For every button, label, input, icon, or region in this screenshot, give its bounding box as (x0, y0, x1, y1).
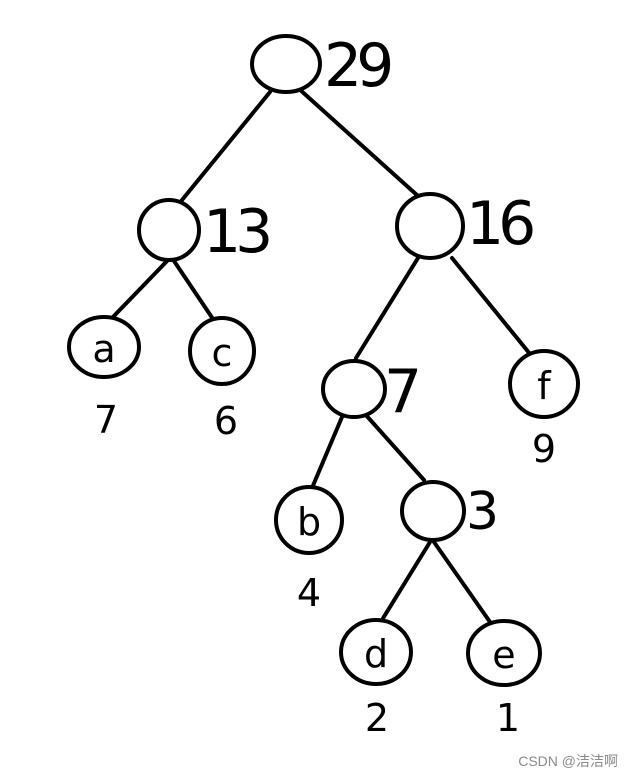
leaf-label: b (297, 500, 321, 544)
leaf-weight: 9 (532, 427, 556, 471)
leaf-label: e (492, 633, 515, 677)
edge-n3-e (432, 540, 492, 624)
edge-n7-n3 (363, 412, 426, 482)
edge-n7-b (310, 415, 344, 490)
leaf-weight: 6 (214, 399, 238, 443)
leaf-label: d (364, 632, 388, 676)
tree-edges (110, 86, 532, 624)
leaf-weight: 1 (496, 696, 520, 740)
leaf-label: a (92, 327, 115, 371)
leaf-node-f (508, 349, 580, 419)
internal-node-weight: 3 (466, 482, 495, 542)
internal-node-weight: 16 (466, 189, 533, 259)
edge-n16-n7 (354, 256, 420, 360)
leaf-node-e (466, 619, 542, 687)
leaf-node-c (188, 316, 256, 386)
edge-root-n13 (180, 90, 272, 202)
internal-node-n13 (137, 198, 201, 262)
internal-node-n16 (395, 192, 465, 260)
edge-n13-c (170, 256, 217, 324)
edge-n16-f (450, 256, 532, 356)
edge-root-n16 (296, 86, 420, 198)
watermark: CSDN @洁洁啊 (518, 753, 618, 769)
internal-node-n7 (321, 359, 387, 419)
leaf-node-d (339, 618, 413, 686)
internal-node-n3 (400, 480, 466, 542)
leaf-weight: 2 (365, 696, 389, 740)
edge-n3-d (380, 540, 432, 622)
leaf-label: f (537, 364, 552, 408)
leaf-node-a (67, 315, 141, 379)
edge-n13-a (110, 258, 170, 320)
leaf-label: c (212, 331, 233, 375)
internal-node-root (250, 34, 322, 94)
internal-node-weight: 13 (203, 197, 269, 267)
leaf-node-b (274, 485, 344, 555)
internal-node-weight: 7 (384, 357, 418, 427)
internal-node-weight: 29 (324, 31, 390, 101)
leaf-weight: 7 (94, 398, 118, 442)
leaf-weight: 4 (297, 571, 321, 615)
